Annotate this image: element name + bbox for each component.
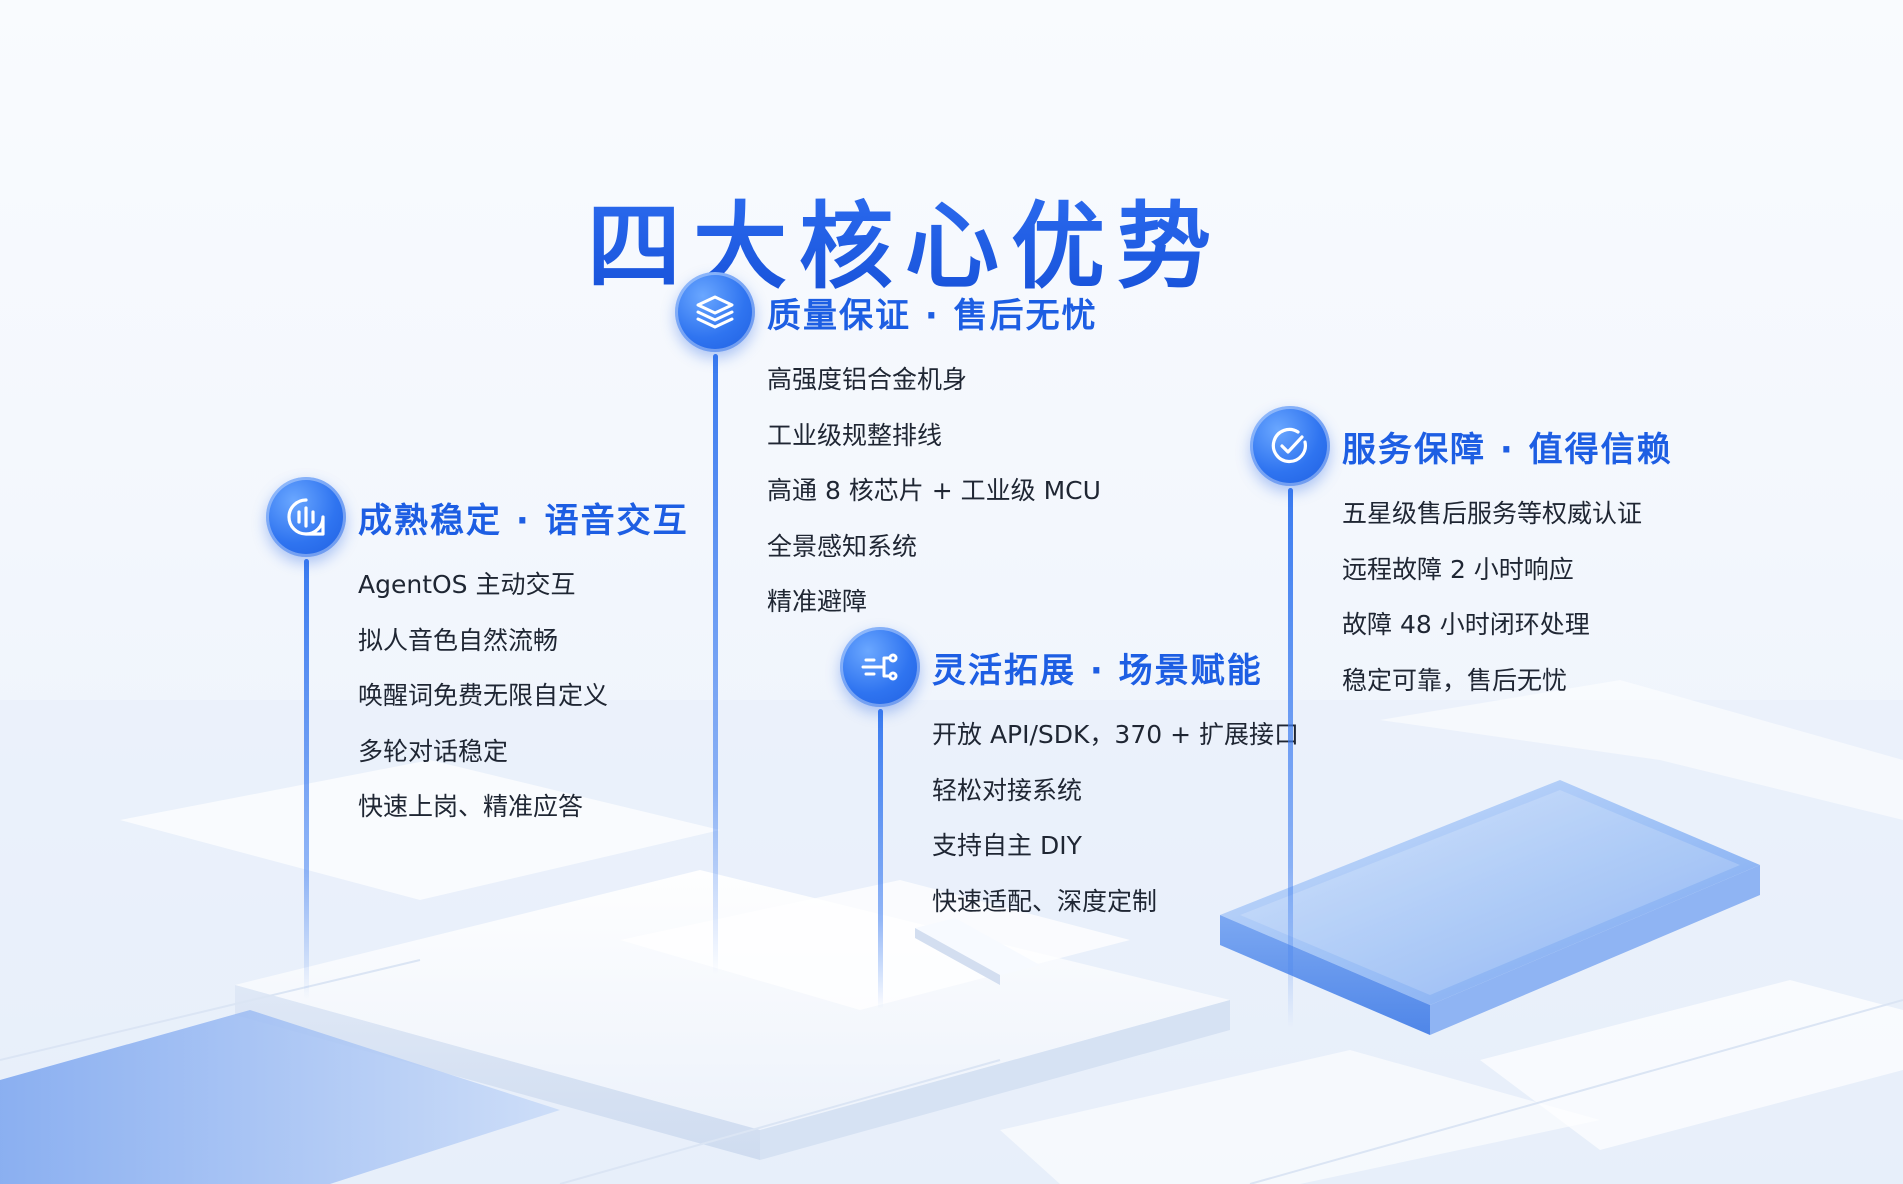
- layers-icon: [675, 272, 755, 352]
- list-item: 支持自主 DIY: [932, 831, 1082, 860]
- list-item: 轻松对接系统: [932, 775, 1083, 805]
- card-title: 质量保证 · 售后无忧: [767, 296, 1098, 336]
- waveform-chat-icon: [266, 477, 346, 557]
- connection-nodes-icon: [840, 627, 920, 707]
- list-item: 精准避障: [767, 587, 868, 616]
- card-title: 成熟稳定 · 语音交互: [358, 501, 689, 541]
- list-item: 多轮对话稳定: [358, 736, 509, 766]
- card-stem-line: [713, 354, 718, 974]
- list-item: 故障 48 小时闭环处理: [1342, 610, 1590, 639]
- check-circle-icon: [1250, 406, 1330, 486]
- list-item: 五星级售后服务等权威认证: [1342, 499, 1643, 528]
- card-points: AgentOS 主动交互 拟人音色自然流畅 唤醒词免费无限自定义 多轮对话稳定 …: [358, 557, 608, 835]
- list-item: 高强度铝合金机身: [767, 365, 968, 394]
- list-item: 快速上岗、精准应答: [358, 792, 584, 821]
- card-points: 高强度铝合金机身 工业级规整排线 高通 8 核芯片 + 工业级 MCU 全景感知…: [767, 352, 1101, 630]
- list-item: 唤醒词免费无限自定义: [358, 681, 609, 710]
- list-item: 稳定可靠，售后无忧: [1342, 665, 1568, 695]
- list-item: 远程故障 2 小时响应: [1342, 554, 1574, 584]
- card-stem-line: [1288, 488, 1293, 1028]
- card-title: 灵活拓展 · 场景赋能: [932, 651, 1263, 691]
- list-item: AgentOS 主动交互: [358, 570, 576, 599]
- card-stem-line: [304, 559, 309, 999]
- list-item: 拟人音色自然流畅: [358, 625, 559, 655]
- card-points: 开放 API/SDK，370 + 扩展接口 轻松对接系统 支持自主 DIY 快速…: [932, 707, 1299, 929]
- card-points: 五星级售后服务等权威认证 远程故障 2 小时响应 故障 48 小时闭环处理 稳定…: [1342, 486, 1642, 708]
- card-stem-line: [878, 709, 883, 1009]
- list-item: 工业级规整排线: [767, 420, 943, 450]
- list-item: 全景感知系统: [767, 531, 918, 561]
- card-title: 服务保障 · 值得信赖: [1342, 430, 1673, 470]
- list-item: 高通 8 核芯片 + 工业级 MCU: [767, 476, 1101, 505]
- list-item: 开放 API/SDK，370 + 扩展接口: [932, 720, 1299, 749]
- list-item: 快速适配、深度定制: [932, 886, 1158, 916]
- page-title: 四大核心优势: [0, 171, 1810, 307]
